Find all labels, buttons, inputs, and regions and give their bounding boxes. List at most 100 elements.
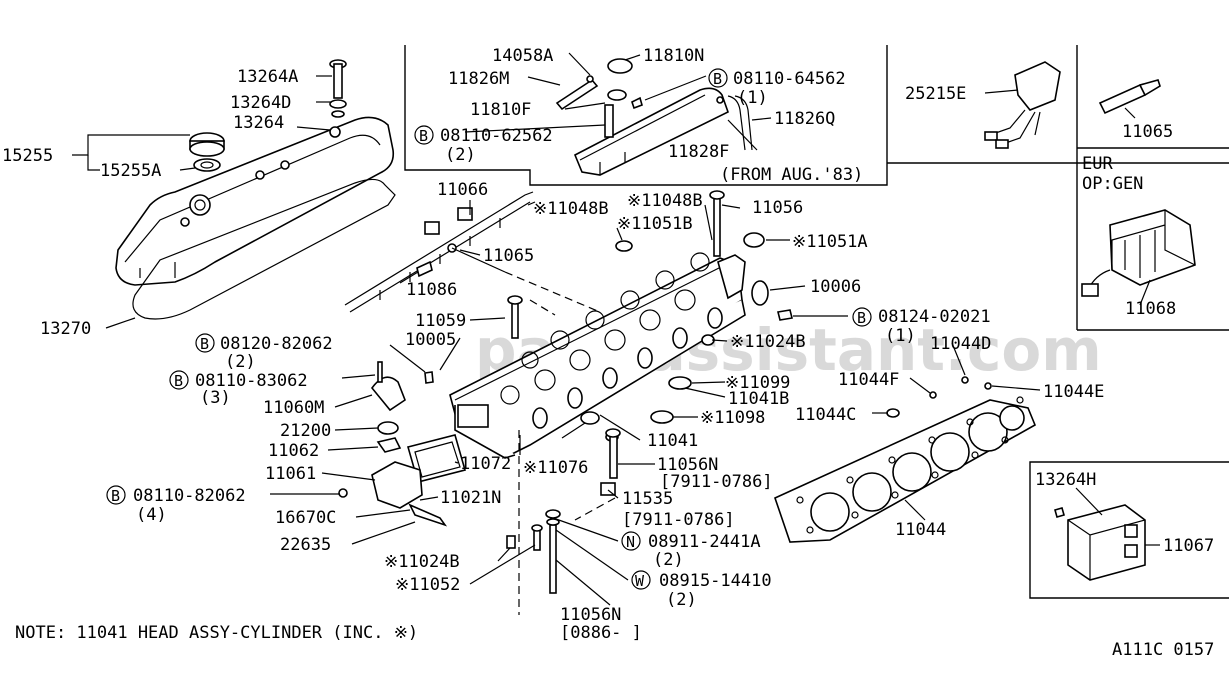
label-08110-82062: 08110-82062 [133, 486, 246, 506]
callout-b: B [857, 309, 866, 327]
head-bolt-11056-head [709, 190, 725, 200]
label-11826M: 11826M [448, 69, 509, 89]
label-11024B-b: ※11024B [384, 552, 460, 572]
label-13264: 13264 [233, 113, 284, 133]
label-08110-83062: 08110-83062 [195, 371, 308, 391]
relay-11067 [1054, 504, 1146, 581]
label-08110-82062-qty: (4) [136, 505, 167, 525]
label-op-gen: OP:GEN [1082, 174, 1143, 194]
plug-11051A [743, 232, 765, 248]
label-11535: 11535 [622, 489, 673, 509]
stud-group [506, 428, 621, 594]
label-eur: EUR [1082, 154, 1113, 174]
label-11076: ※11076 [523, 458, 588, 478]
label-from-aug-83: (FROM AUG.'83) [720, 165, 863, 185]
label-11062: 11062 [268, 441, 319, 461]
label-11044C: 11044C [795, 405, 856, 425]
gasket-10006 [751, 280, 769, 306]
label-11066: 11066 [437, 180, 488, 200]
label-11067: 11067 [1163, 536, 1214, 556]
label-11056N: 11056N [657, 455, 718, 475]
label-08915-14410: 08915-14410 [659, 571, 772, 591]
label-0886: [0886- ] [560, 623, 642, 643]
label-7911-0786-a: [7911-0786] [660, 472, 773, 492]
label-11051A: ※11051A [792, 232, 868, 252]
label-21200: 21200 [280, 421, 331, 441]
label-10005: 10005 [405, 330, 456, 350]
label-11041: 11041 [647, 431, 698, 451]
label-11086: 11086 [406, 280, 457, 300]
label-11044: 11044 [895, 520, 946, 540]
label-08124-02021: 08124-02021 [878, 307, 991, 327]
label-16670C: 16670C [275, 508, 336, 528]
cylinder-head [449, 252, 746, 459]
label-11048B: ※11048B [533, 199, 609, 219]
dowel-11044F [929, 391, 937, 399]
label-11021N: 11021N [440, 488, 501, 508]
bolt-08110-83062 [377, 361, 383, 383]
dowel-11044D [961, 376, 969, 384]
switch-harness-25215E [984, 61, 1061, 149]
label-13264A: 13264A [237, 67, 298, 87]
label-08110-62562-qty: (2) [445, 145, 476, 165]
label-11826Q: 11826Q [774, 109, 835, 129]
label-08120-82062: 08120-82062 [220, 334, 333, 354]
label-13270: 13270 [40, 319, 91, 339]
figure-code: A111C 0157 [1112, 640, 1214, 660]
part-labels: 13264A 13264D 13264 15255 15255A 13270 1… [2, 46, 1214, 660]
callout-circles: B B B B B B N W [106, 68, 872, 590]
label-7911-0786-b: [7911-0786] [622, 510, 735, 530]
rocker-cover-aug83 [555, 58, 753, 176]
label-11072: 11072 [460, 454, 511, 474]
regulator-11068 [1081, 209, 1196, 297]
plug-11076 [580, 411, 600, 425]
inset-frame-from-aug [404, 45, 888, 186]
plug-11098 [650, 410, 674, 424]
label-08911-2441A: 08911-2441A [648, 532, 761, 552]
head-bolt-11056 [713, 195, 721, 257]
dash-line [504, 271, 601, 313]
label-14058A: 14058A [492, 46, 553, 66]
dowel-11044C [886, 408, 900, 418]
leader-lines [72, 52, 1160, 606]
label-11810N: 11810N [643, 46, 704, 66]
label-11056N-b: 11056N [560, 605, 621, 625]
label-11052: ※11052 [395, 575, 460, 595]
note-text: NOTE: 11041 HEAD ASSY-CYLINDER (INC. ※) [15, 623, 418, 643]
dash-line-3 [574, 497, 616, 521]
dash-line-2 [529, 299, 556, 316]
label-13264H: 13264H [1035, 470, 1096, 490]
label-11044D: 11044D [930, 334, 991, 354]
label-11044E: 11044E [1043, 382, 1104, 402]
sensor-11065 [1098, 79, 1161, 115]
rocker-cover [115, 116, 395, 286]
callout-b: B [200, 335, 209, 353]
label-13264D: 13264D [230, 93, 291, 113]
rocker-cover-gasket [132, 178, 396, 320]
cover-bolt [329, 59, 347, 118]
callout-b: B [713, 70, 722, 88]
label-22635: 22635 [280, 535, 331, 555]
label-11065-b: 11065 [1122, 122, 1173, 142]
label-11068: 11068 [1125, 299, 1176, 319]
label-08110-64562: 08110-64562 [733, 69, 846, 89]
label-11060M: 11060M [263, 398, 324, 418]
inset-frame-relay [1029, 461, 1229, 599]
callout-b: B [174, 372, 183, 390]
head-bolt-head [507, 295, 523, 305]
label-08110-62562: 08110-62562 [440, 126, 553, 146]
bolt-08124 [777, 309, 793, 321]
label-11044F: 11044F [838, 370, 899, 390]
label-08110-64562-qty: (1) [737, 88, 768, 108]
label-11056: 11056 [752, 198, 803, 218]
plug-11099 [668, 376, 692, 390]
label-15255A: 15255A [100, 161, 161, 181]
label-11059: 11059 [415, 311, 466, 331]
label-10006: 10006 [810, 277, 861, 297]
thermostat-group [338, 376, 466, 527]
oil-filler-cap [189, 132, 225, 172]
head-bolt-11059 [511, 301, 519, 339]
label-08110-83062-qty: (3) [200, 388, 231, 408]
label-11051B: ※11051B [617, 214, 693, 234]
